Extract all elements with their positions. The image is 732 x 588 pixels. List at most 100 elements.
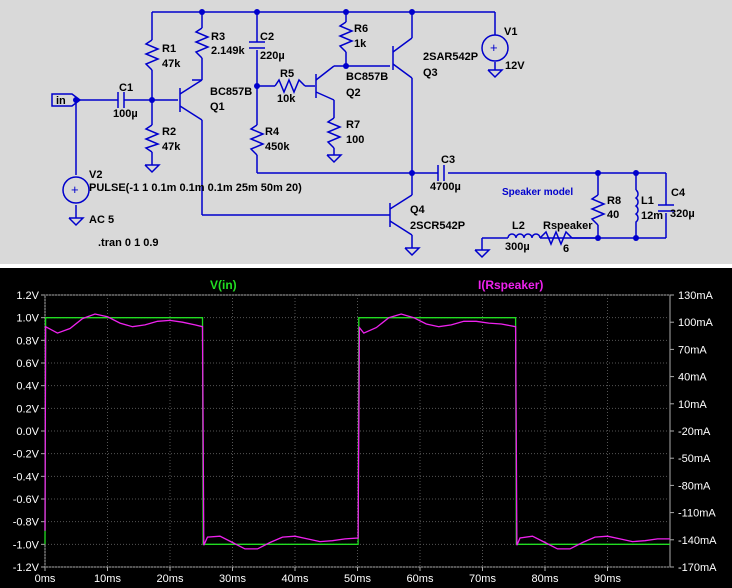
r2-name: R2 bbox=[162, 126, 176, 138]
r4-value: 450k bbox=[265, 141, 290, 153]
c2-name: C2 bbox=[260, 31, 274, 43]
x-tick-label: 30ms bbox=[219, 573, 246, 585]
l1-name: L1 bbox=[641, 195, 654, 207]
right-tick-label: -170mA bbox=[678, 562, 717, 574]
left-tick-label: 1.0V bbox=[16, 313, 39, 325]
r6-name: R6 bbox=[354, 23, 368, 35]
net-label-in: in bbox=[56, 95, 66, 107]
x-tick-label: 90ms bbox=[594, 573, 621, 585]
r2-value: 47k bbox=[162, 141, 181, 153]
c3-name: C3 bbox=[441, 154, 455, 166]
resistor-symbols[interactable] bbox=[144, 21, 606, 246]
inductor-symbols[interactable] bbox=[507, 189, 639, 239]
svg-text:+: + bbox=[71, 182, 79, 197]
schematic-canvas[interactable]: + + in R1 47k R2 47k R3 2.149k C2 220µ R… bbox=[0, 0, 732, 264]
trace-label-irspeaker[interactable]: I(Rspeaker) bbox=[478, 278, 543, 292]
rspeaker-value: 6 bbox=[563, 243, 569, 255]
spice-directive: .tran 0 1 0.9 bbox=[98, 237, 159, 249]
left-tick-label: -0.6V bbox=[13, 494, 40, 506]
schematic-editor-pane[interactable]: + + in R1 47k R2 47k R3 2.149k C2 220µ R… bbox=[0, 0, 732, 264]
v2-ac: AC 5 bbox=[89, 214, 114, 226]
x-tick-label: 60ms bbox=[407, 573, 434, 585]
right-tick-label: 100mA bbox=[678, 317, 714, 329]
ground-symbols bbox=[68, 69, 504, 259]
net-label-flag bbox=[51, 93, 82, 107]
rspeaker-name: Rspeaker bbox=[543, 220, 593, 232]
right-tick-label: -110mA bbox=[678, 508, 716, 520]
c4-value: 320µ bbox=[670, 208, 695, 220]
c1-value: 100µ bbox=[113, 108, 138, 120]
v1-value: 12V bbox=[505, 60, 525, 72]
x-tick-label: 80ms bbox=[532, 573, 559, 585]
transistor-symbols[interactable] bbox=[179, 37, 413, 236]
trace-label-vin[interactable]: V(in) bbox=[210, 278, 237, 292]
q2-type: BC857B bbox=[346, 71, 388, 83]
x-tick-label: 50ms bbox=[344, 573, 371, 585]
right-tick-label: -50mA bbox=[678, 453, 711, 465]
voltage-source-symbols[interactable]: + + bbox=[62, 34, 509, 204]
r8-name: R8 bbox=[607, 195, 621, 207]
q1-type: BC857B bbox=[210, 86, 252, 98]
x-tick-label: 10ms bbox=[94, 573, 121, 585]
r7-name: R7 bbox=[346, 119, 360, 131]
v2-name: V2 bbox=[89, 169, 102, 181]
q4-type: 2SCR542P bbox=[410, 220, 465, 232]
junction-dots bbox=[73, 9, 639, 241]
plot-series bbox=[44, 313, 670, 550]
v2-value: PULSE(-1 1 0.1m 0.1m 0.1m 25m 50m 20) bbox=[89, 182, 302, 194]
r4-name: R4 bbox=[265, 126, 280, 138]
r8-value: 40 bbox=[607, 209, 619, 221]
left-tick-label: -0.2V bbox=[13, 449, 40, 461]
q3-name: Q3 bbox=[423, 67, 438, 79]
right-tick-label: -80mA bbox=[678, 480, 711, 492]
l2-value: 300µ bbox=[505, 241, 530, 253]
x-tick-label: 20ms bbox=[157, 573, 184, 585]
component-labels: R1 47k R2 47k R3 2.149k C2 220µ R5 10k R… bbox=[89, 23, 695, 255]
waveform-viewer-pane[interactable]: 1.2V 1.0V 0.8V 0.6V 0.4V 0.2V 0.0V -0.2V -0.4V -0… bbox=[0, 268, 732, 588]
x-axis-ticks: 0ms 10ms 20ms 30ms 40ms 50ms 60ms 70ms 80ms 90ms bbox=[35, 567, 621, 585]
left-tick-label: 0.8V bbox=[16, 335, 39, 347]
q4-name: Q4 bbox=[410, 204, 426, 216]
r1-name: R1 bbox=[162, 43, 176, 55]
v1-name: V1 bbox=[504, 26, 517, 38]
right-axis-ticks: 130mA 100mA 70mA 40mA 10mA -20mA -50mA -80mA -11… bbox=[670, 290, 717, 574]
r3-name: R3 bbox=[211, 31, 225, 43]
right-tick-label: 10mA bbox=[678, 399, 707, 411]
x-tick-label: 40ms bbox=[282, 573, 309, 585]
c1-name: C1 bbox=[119, 82, 133, 94]
right-tick-label: -20mA bbox=[678, 426, 711, 438]
left-tick-label: 1.2V bbox=[16, 290, 39, 302]
series-line-irspeaker bbox=[44, 313, 670, 550]
q3-type: 2SAR542P bbox=[423, 51, 478, 63]
right-tick-label: -140mA bbox=[678, 535, 717, 547]
right-tick-label: 40mA bbox=[678, 372, 707, 384]
l2-name: L2 bbox=[512, 220, 525, 232]
right-tick-label: 70mA bbox=[678, 344, 707, 356]
r5-value: 10k bbox=[277, 93, 296, 105]
c4-name: C4 bbox=[671, 187, 686, 199]
q2-name: Q2 bbox=[346, 87, 361, 99]
speaker-model-label: Speaker model bbox=[502, 187, 573, 198]
r7-value: 100 bbox=[346, 134, 364, 146]
left-tick-label: 0.2V bbox=[16, 403, 39, 415]
left-tick-label: -0.4V bbox=[13, 471, 40, 483]
left-tick-label: 0.6V bbox=[16, 358, 39, 370]
svg-text:+: + bbox=[490, 40, 498, 55]
right-tick-label: 130mA bbox=[678, 290, 714, 302]
left-tick-label: -1.0V bbox=[13, 539, 40, 551]
r3-value: 2.149k bbox=[211, 45, 246, 57]
waveform-plot[interactable]: 1.2V 1.0V 0.8V 0.6V 0.4V 0.2V 0.0V -0.2V -0.4V -0… bbox=[0, 268, 732, 588]
c3-value: 4700µ bbox=[430, 181, 461, 193]
left-tick-label: 0.4V bbox=[16, 381, 39, 393]
r1-value: 47k bbox=[162, 58, 181, 70]
left-tick-label: -1.2V bbox=[13, 562, 40, 574]
capacitor-symbols[interactable] bbox=[117, 41, 674, 212]
left-axis-ticks: 1.2V 1.0V 0.8V 0.6V 0.4V 0.2V 0.0V -0.2V -0.4V -0… bbox=[13, 290, 45, 574]
left-tick-label: 0.0V bbox=[16, 426, 39, 438]
x-tick-label: 0ms bbox=[35, 573, 56, 585]
r6-value: 1k bbox=[354, 38, 367, 50]
x-tick-label: 70ms bbox=[469, 573, 496, 585]
pane-divider[interactable] bbox=[0, 264, 732, 268]
c2-value: 220µ bbox=[260, 50, 285, 62]
grid-lines bbox=[44, 294, 670, 568]
